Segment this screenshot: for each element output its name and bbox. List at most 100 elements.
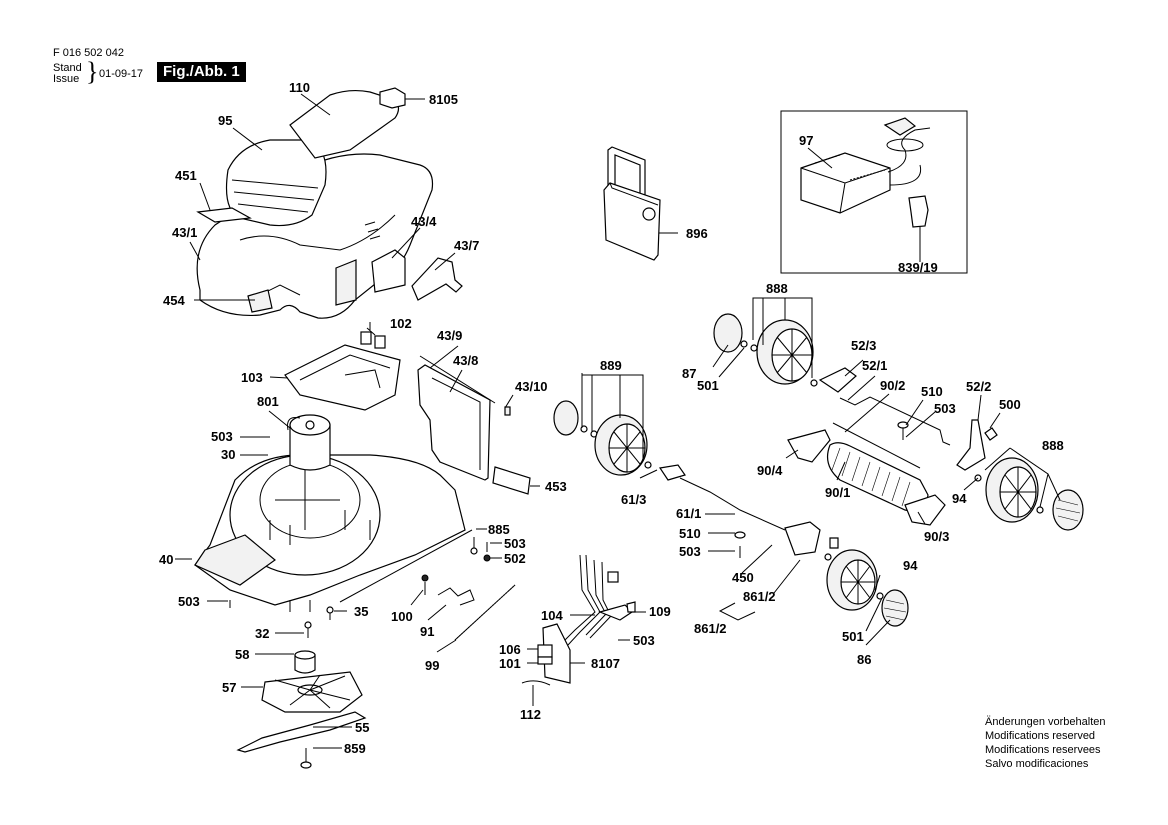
side-piece-454 (247, 289, 273, 313)
label-8105: 8105 (429, 92, 458, 107)
fan-hub-58 (294, 650, 316, 674)
label-450: 450 (732, 570, 754, 585)
label-52-1: 52/1 (862, 358, 887, 373)
label-8107: 8107 (591, 656, 620, 671)
label-502: 502 (504, 551, 526, 566)
note-line: Änderungen vorbehalten (985, 716, 1106, 728)
stand-issue-label: Stand Issue (53, 63, 82, 85)
fan-57 (261, 671, 363, 713)
label-839-19: 839/19 (898, 260, 938, 275)
tension-rod-885 (339, 529, 473, 603)
wheel-889 (553, 400, 652, 476)
label-43-7: 43/7 (454, 238, 479, 253)
label-106: 106 (499, 642, 521, 657)
label-86: 86 (857, 652, 871, 667)
switch-109 (598, 601, 636, 621)
label-501-top: 501 (697, 378, 719, 393)
label-896: 896 (686, 226, 708, 241)
label-40: 40 (159, 552, 173, 567)
fasteners-32-35 (229, 600, 334, 638)
label-888-top: 888 (766, 281, 788, 296)
label-103: 103 (241, 370, 263, 385)
label-501-front: 501 (842, 629, 864, 644)
label-100: 100 (391, 609, 413, 624)
flap-43-4 (371, 249, 406, 293)
label-94-front: 94 (903, 558, 918, 573)
issue-date: 01-09-17 (99, 68, 144, 80)
label-453 (492, 466, 531, 495)
label-32: 32 (255, 626, 269, 641)
label-888-right: 888 (1042, 438, 1064, 453)
label-801: 801 (257, 394, 279, 409)
modifications-note: Änderungen vorbehalten Modifications res… (985, 715, 1105, 771)
label-503-rod: 503 (504, 536, 526, 551)
label-43-9: 43/9 (437, 328, 462, 343)
label-451: 451 (175, 168, 197, 183)
label-889: 889 (600, 358, 622, 373)
spring-99 (454, 584, 516, 641)
label-453: 453 (545, 479, 567, 494)
label-861-2-upper: 861/2 (743, 589, 776, 604)
charger-box-frame (780, 110, 968, 274)
label-859: 859 (344, 741, 366, 756)
label-510-top: 510 (921, 384, 943, 399)
bracket-52-2 (956, 419, 998, 471)
label-35: 35 (354, 604, 368, 619)
label-90-2: 90/2 (880, 378, 905, 393)
charger-97 (800, 117, 931, 214)
label-61-3: 61/3 (621, 492, 646, 507)
label-104: 104 (541, 608, 563, 623)
label-503-deck: 503 (178, 594, 200, 609)
label-52-3: 52/3 (851, 338, 876, 353)
label-109: 109 (649, 604, 671, 619)
chassis-deck-40 (194, 454, 466, 606)
roller-end-90-4 (787, 429, 831, 463)
label-91: 91 (420, 624, 434, 639)
label-52-2: 52/2 (966, 379, 991, 394)
washer-510-top (897, 421, 909, 440)
label-43-8: 43/8 (453, 353, 478, 368)
label-87: 87 (682, 366, 696, 381)
brace-symbol: } (86, 57, 99, 86)
label-43-10: 43/10 (515, 379, 548, 394)
figure-badge: Fig./Abb. 1 (157, 62, 246, 82)
label-30: 30 (221, 447, 235, 462)
label-510-mid: 510 (679, 526, 701, 541)
label-95: 95 (218, 113, 232, 128)
blade-55 (236, 711, 367, 753)
wheel-888-top (713, 313, 818, 387)
battery-896 (603, 146, 661, 261)
spring-100 (421, 574, 429, 595)
clip-91 (437, 587, 475, 606)
roller-end-90-3 (904, 494, 946, 526)
label-97: 97 (799, 133, 813, 148)
axle-52-1 (839, 396, 951, 446)
switch-box-103 (284, 344, 401, 411)
rear-flap-43-8 (417, 364, 491, 481)
label-112: 112 (520, 707, 541, 722)
bracket-plate-8107 (542, 623, 571, 684)
spring-43-10 (504, 406, 511, 416)
label-55: 55 (355, 720, 369, 735)
label-99: 99 (425, 658, 439, 673)
connector-102 (360, 322, 386, 349)
stand-label: Stand (53, 62, 82, 74)
label-110: 110 (289, 80, 310, 95)
label-101: 101 (499, 656, 521, 671)
label-102: 102 (390, 316, 412, 331)
label-90-1: 90/1 (825, 485, 850, 500)
label-57: 57 (222, 680, 236, 695)
rod-43-9 (419, 355, 496, 404)
roller-90-1 (827, 442, 929, 512)
issue-label: Issue (53, 73, 80, 85)
label-503-switch: 503 (633, 633, 655, 648)
label-500: 500 (999, 397, 1021, 412)
height-adjuster-861-2 (784, 521, 839, 556)
wheel-888-right (974, 457, 1084, 531)
note-line: Modifications reserved (985, 730, 1096, 742)
label-43-1: 43/1 (172, 225, 197, 240)
latch-43-7 (411, 257, 463, 301)
note-line: Modifications reservees (985, 744, 1101, 756)
label-90-4: 90/4 (757, 463, 783, 478)
